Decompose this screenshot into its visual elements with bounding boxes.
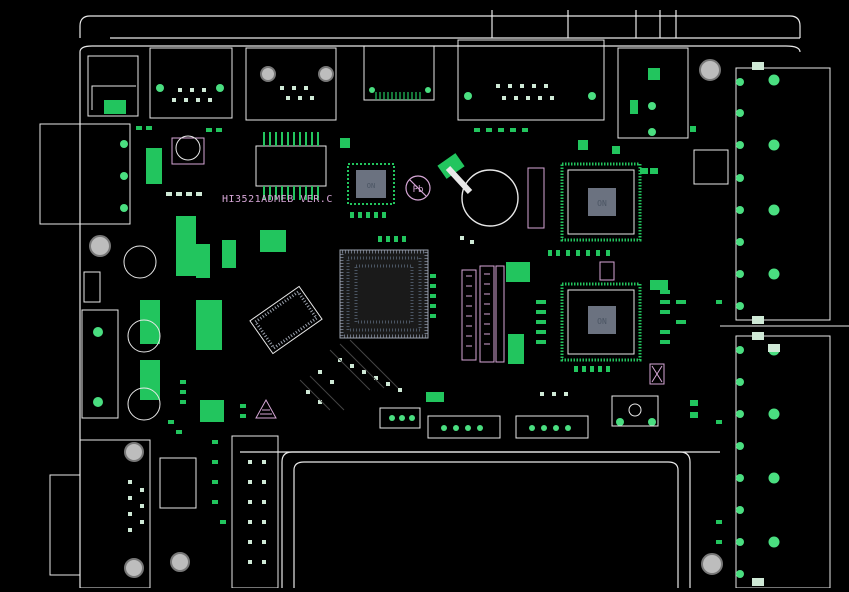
chip-mark-left: ON xyxy=(367,182,375,190)
electrolytic-capacitors xyxy=(123,135,201,421)
board-silkscreen-label: HI3521ADMEB VER.C xyxy=(222,194,333,205)
chip-mark-lower: ON xyxy=(597,317,607,326)
smd-pads xyxy=(104,68,668,422)
hdmi-pads xyxy=(375,92,421,100)
through-hole-pads xyxy=(93,84,656,426)
coin-cell-battery xyxy=(445,165,519,227)
qfp-chip-lower xyxy=(560,282,642,362)
pb-free-symbol: Pb xyxy=(405,175,431,201)
chip-mark-upper: ON xyxy=(597,199,607,208)
ic-tssop xyxy=(255,132,327,200)
lower-connector-pads xyxy=(389,415,571,431)
mounting-holes xyxy=(89,59,723,578)
ic-qfn-left xyxy=(347,163,395,205)
silk-dots xyxy=(166,192,568,404)
trace-hints xyxy=(299,339,399,411)
header-pins xyxy=(128,84,554,564)
pb-free-mark: Pb xyxy=(413,185,424,195)
enclosure-outline xyxy=(79,10,801,588)
bottom-panel-outline xyxy=(240,451,720,588)
lower-small-connectors xyxy=(83,149,729,509)
qfp-chip-upper xyxy=(560,162,642,242)
top-connectors xyxy=(87,39,689,139)
ddr-chip xyxy=(249,285,323,355)
passive-components xyxy=(136,126,722,544)
right-terminal-pads xyxy=(736,62,780,586)
silk-resistor-arrays xyxy=(171,137,665,419)
soc-bga xyxy=(339,249,429,339)
